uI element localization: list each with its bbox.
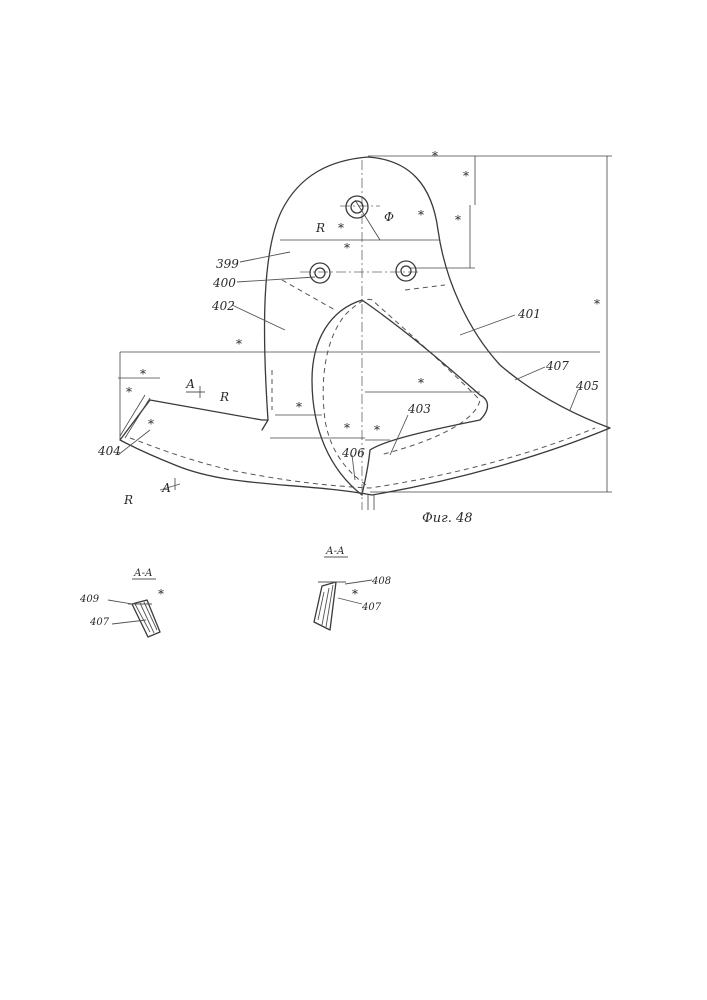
section-title-left: А-А <box>133 568 153 579</box>
dim-mark-2: * <box>455 213 461 227</box>
section-cut-markers <box>160 386 205 490</box>
callout-399: 399 <box>216 257 239 271</box>
dim-mark-top: * <box>432 149 438 163</box>
dim-mark-12: * <box>344 421 350 435</box>
callout-407-right: 407 <box>361 602 382 613</box>
section-mark-a-lower: А <box>161 481 171 495</box>
callout-403: 403 <box>407 402 431 416</box>
dim-mark-10: * <box>418 376 424 390</box>
callout-407: 407 <box>545 359 569 373</box>
section-view-left: А-А 409 407 <box>79 568 160 637</box>
callout-401: 401 <box>517 307 541 321</box>
dimension-lines <box>118 156 612 510</box>
dim-mark-13: * <box>374 423 380 437</box>
dim-mark-11: * <box>296 400 302 414</box>
phi-mark: Ф <box>384 210 394 224</box>
figure-caption: Фиг. 48 <box>422 511 473 526</box>
callout-409: 409 <box>79 594 100 605</box>
dim-mark-8: * <box>140 367 146 381</box>
hole-right <box>396 261 416 281</box>
dim-mark-1: * <box>463 169 469 183</box>
dim-mark-15: * <box>158 587 164 601</box>
section-title-right: А-А <box>325 546 345 557</box>
radius-mark-bottom: R <box>123 493 133 507</box>
dim-mark-7: * <box>236 337 242 351</box>
callout-408: 408 <box>371 576 391 587</box>
radius-mark-top: R <box>315 221 325 235</box>
callout-406: 406 <box>341 446 365 460</box>
callout-407-left: 407 <box>89 617 110 628</box>
callout-400: 400 <box>212 276 236 290</box>
dim-mark-16: * <box>352 587 358 601</box>
radius-mark-left: R <box>219 390 229 404</box>
inner-cutout <box>312 300 488 495</box>
hole-top <box>346 196 368 218</box>
callout-402: 402 <box>211 299 235 313</box>
dim-mark-5: * <box>344 241 350 255</box>
callout-405: 405 <box>575 379 599 393</box>
section-mark-a-upper: А <box>185 377 195 391</box>
part-outline <box>120 157 610 495</box>
callout-404: 404 <box>97 444 121 458</box>
dim-mark-9: * <box>126 385 132 399</box>
dim-mark-3: * <box>338 221 344 235</box>
dim-mark-4: * <box>418 208 424 222</box>
hole-left <box>310 263 330 283</box>
dim-mark-14: * <box>148 417 154 431</box>
dim-mark-6: * <box>594 297 600 311</box>
